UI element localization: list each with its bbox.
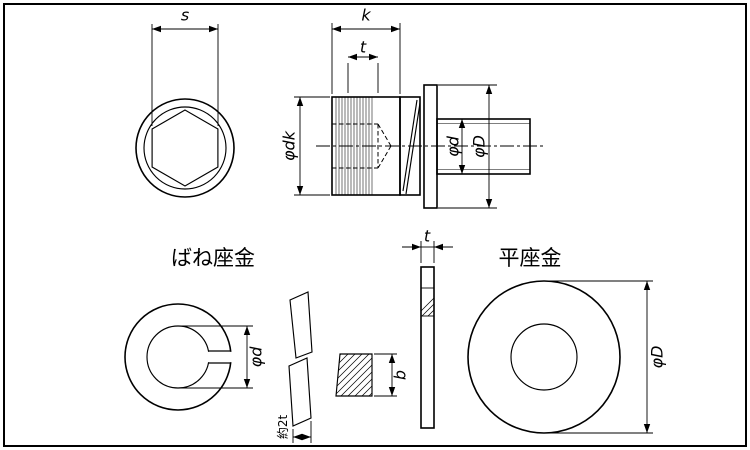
- dk-dimension: φdk: [280, 96, 330, 196]
- t-flat-washer-dimension: t: [402, 227, 453, 263]
- dim-label-t-socket: t: [360, 38, 367, 57]
- k-dimension: k: [331, 6, 401, 94]
- flat-washer-outer-circle: [467, 280, 621, 434]
- spring-washer-section-view: [335, 353, 373, 397]
- hidden-socket-lines: [332, 123, 392, 169]
- arrowhead: [388, 354, 396, 363]
- arrowhead: [243, 379, 251, 388]
- arrowhead: [243, 326, 251, 335]
- drawing-border: [3, 3, 747, 447]
- arrowhead: [458, 119, 466, 128]
- split-gap-mask: [206, 351, 232, 363]
- flat-washer-inner-circle: [510, 323, 578, 391]
- hex-socket-outline: [151, 109, 219, 187]
- arrowhead: [643, 424, 651, 433]
- dim-label-d-spring: φd: [247, 346, 266, 368]
- flat-washer-front-view: [467, 280, 621, 434]
- spring-washer-split-line: [402, 99, 418, 192]
- spring-washer-d-dimension: φd: [180, 325, 266, 389]
- dim-label-b: b: [391, 370, 410, 380]
- dim-label-D-assembly: φD: [470, 135, 489, 158]
- dim-label-free-height: 約2t: [275, 415, 290, 440]
- section-hatching: [336, 354, 372, 396]
- arrowhead: [332, 25, 341, 33]
- hex-socket-head-view: [135, 98, 235, 198]
- d-shank-dimension: φd: [444, 119, 466, 174]
- arrowhead: [348, 53, 357, 61]
- head-outer-circle: [135, 98, 235, 198]
- flat-washer-side-outline: [420, 266, 435, 429]
- spring-washer-front-view: [124, 303, 232, 411]
- cap-screw-side-view: [316, 84, 543, 209]
- spring-washer-title: ばね座金: [171, 246, 255, 270]
- arrowhead: [209, 25, 218, 33]
- b-dimension: b: [374, 353, 410, 397]
- spring-washer-side-view: [288, 291, 313, 427]
- t-socket-dimension: t: [347, 38, 379, 93]
- flat-washer-hatching: [421, 297, 434, 316]
- dim-label-t-flat: t: [424, 227, 431, 246]
- arrowhead: [643, 281, 651, 290]
- dim-label-k: k: [361, 6, 371, 25]
- arrowhead: [296, 97, 304, 106]
- free-height-dimension: 約2t: [275, 415, 312, 443]
- arrowhead: [485, 85, 493, 94]
- arrowhead: [302, 433, 311, 441]
- spring-washer-upper-coil: [289, 291, 313, 359]
- dim-label-s: s: [181, 6, 189, 25]
- flat-washer-side-view: [420, 266, 435, 429]
- D-washer-dimension: φD: [438, 84, 497, 209]
- spring-washer-assembled: [399, 96, 421, 196]
- spring-washer-split-line: [405, 102, 421, 195]
- arrowhead: [434, 243, 443, 251]
- spring-washer-lower-coil: [288, 357, 312, 427]
- arrowhead: [369, 53, 378, 61]
- section-outline: [335, 353, 373, 397]
- head-chamfer-circle: [143, 106, 227, 190]
- arrowhead: [296, 186, 304, 195]
- dim-label-dk: φdk: [280, 130, 299, 161]
- arrowhead: [293, 433, 302, 441]
- dim-label-D-flat: φD: [648, 346, 667, 369]
- head-knurling: [335, 97, 373, 195]
- arrowhead: [388, 387, 396, 396]
- threaded-shank: [436, 118, 531, 175]
- arrowhead: [152, 25, 161, 33]
- arrowhead: [391, 25, 400, 33]
- s-dimension: s: [151, 6, 219, 126]
- arrowhead: [412, 243, 421, 251]
- D-flat-washer-dimension: φD: [546, 280, 667, 434]
- arrowhead: [485, 199, 493, 208]
- arrowhead: [458, 165, 466, 174]
- dim-label-d-shank: φd: [444, 135, 463, 157]
- flat-washer-title: 平座金: [499, 246, 562, 270]
